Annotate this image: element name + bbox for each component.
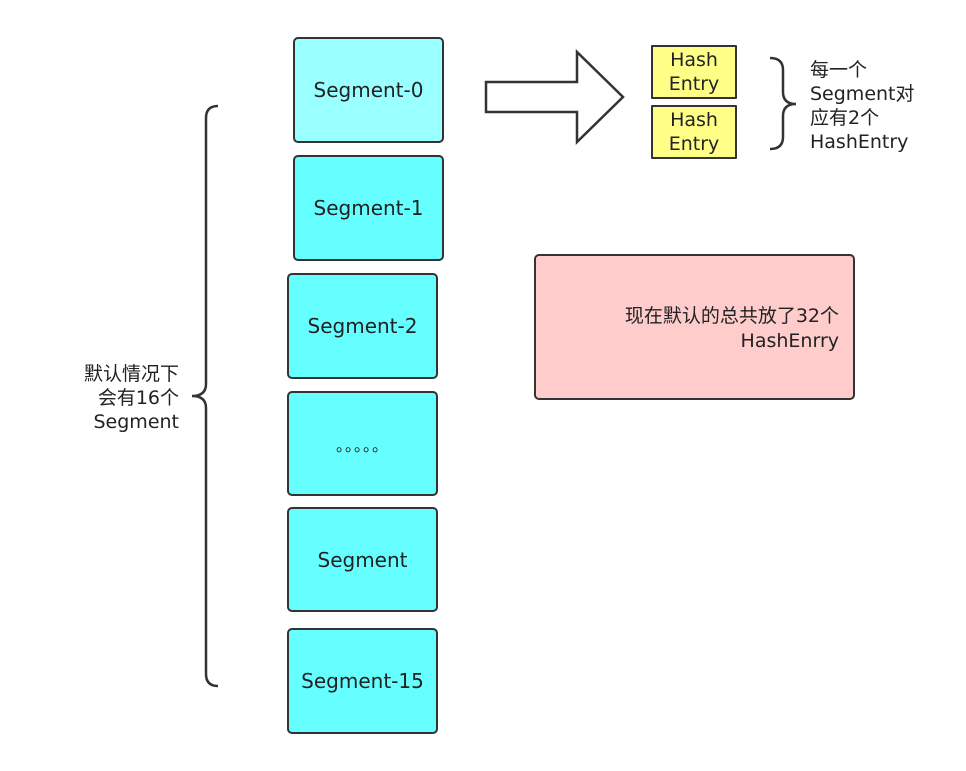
left-brace-icon [191,104,219,688]
segment-box-1: Segment-1 [293,155,444,261]
hash-entry-box-2: Hash Entry [651,105,737,159]
right-label-line4: HashEntry [810,131,909,153]
hash-entry-line2: Entry [668,133,720,155]
note-line1: 现在默认的总共放了32个 [624,305,839,327]
note-text: 现在默认的总共放了32个 HashEnrry [625,304,839,354]
right-brace-icon [769,56,797,151]
right-arrow-icon [484,49,625,145]
segment-label: Segment-0 [313,78,424,102]
segment-label: Segment-15 [301,669,424,693]
note-box: 现在默认的总共放了32个 HashEnrry [534,254,855,400]
left-brace-label: 默认情况下 会有16个 Segment [29,362,179,434]
hash-entry-line1: Hash [670,49,718,71]
right-label-line1: 每一个 [810,59,868,81]
left-label-line3: Segment [93,411,180,433]
left-label-line1: 默认情况下 [83,363,179,385]
segment-box-generic: Segment [287,507,438,612]
segment-label: 。。。。。 [335,435,389,455]
segment-box-ellipsis: 。。。。。 [287,391,438,496]
hash-entry-box-1: Hash Entry [651,45,737,99]
segment-label: Segment-1 [313,196,424,220]
note-line2: HashEnrry [740,330,839,352]
segment-box-15: Segment-15 [287,628,438,734]
segment-box-0: Segment-0 [293,37,444,143]
right-label-line2: Segment对 [810,83,915,105]
right-label-line3: 应有2个 [810,107,880,129]
segment-label: Segment [317,547,408,572]
hash-entry-line2: Entry [668,73,720,95]
hash-entry-line1: Hash [670,109,718,131]
segment-box-2: Segment-2 [287,273,438,379]
left-label-line2: 会有16个 [97,387,179,409]
segment-label: Segment-2 [307,314,418,338]
right-brace-label: 每一个 Segment对 应有2个 HashEntry [810,58,915,154]
